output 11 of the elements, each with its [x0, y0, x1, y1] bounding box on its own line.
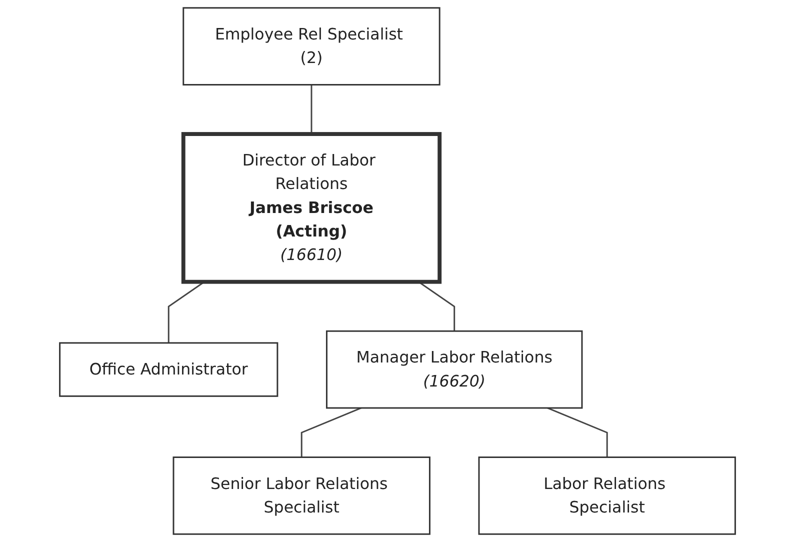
node-box: Office Administrator — [59, 342, 278, 397]
connector — [418, 281, 456, 332]
connector — [310, 84, 312, 134]
connector — [168, 281, 205, 343]
connector — [300, 407, 362, 458]
node-box: Director of Labor Relations James Briscoe (Acting) (16610) — [181, 132, 442, 284]
connector — [547, 407, 608, 458]
node-box: Labor Relations Specialist — [478, 456, 736, 535]
node-box: Senior Labor Relations Specialist — [172, 456, 430, 535]
node-box: Employee Rel Specialist (2) — [182, 7, 440, 86]
node-box: Manager Labor Relations (16620) — [326, 330, 583, 409]
